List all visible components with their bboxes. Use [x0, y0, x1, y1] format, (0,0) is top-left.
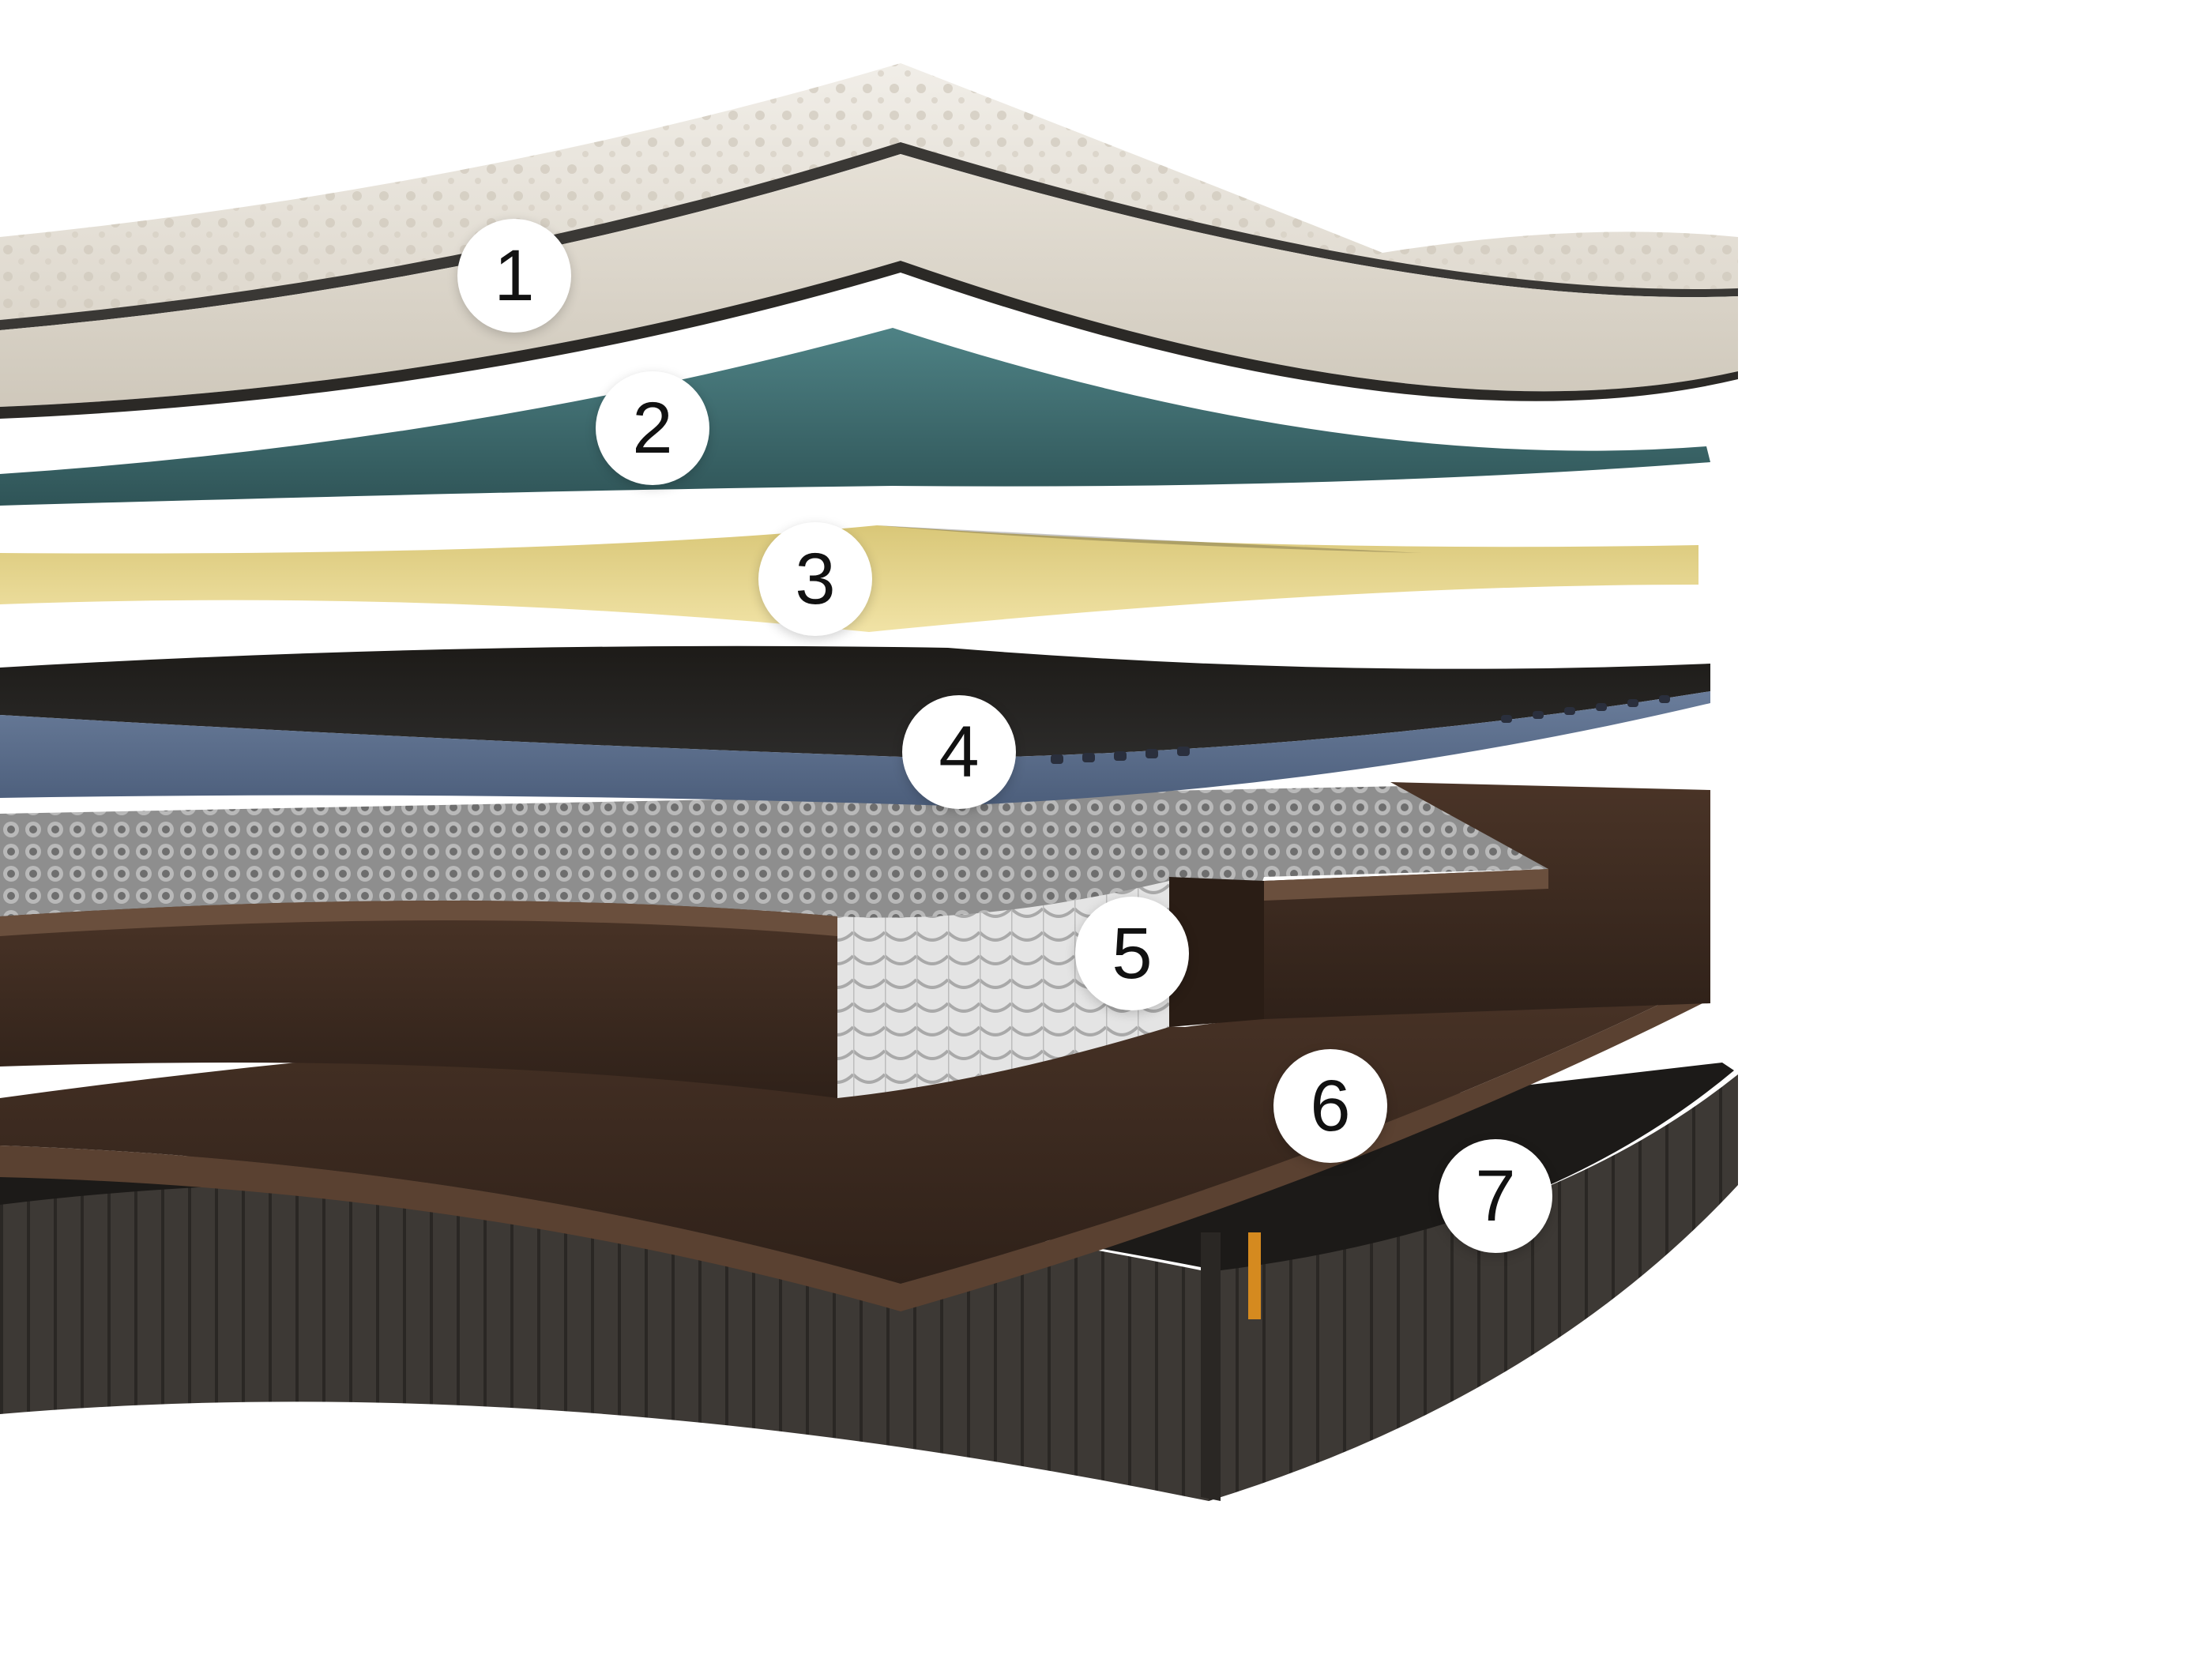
layer-6-number: 6: [1310, 1066, 1351, 1146]
layer-2-marker: 2: [596, 371, 709, 485]
layer-2-number: 2: [632, 388, 673, 468]
layer-3-number: 3: [795, 539, 836, 619]
layer-7-number: 7: [1475, 1156, 1516, 1236]
layer-1-marker: 1: [457, 219, 571, 333]
layer-7-marker: 7: [1439, 1139, 1552, 1253]
layer-5-marker: 5: [1075, 897, 1189, 1010]
layer-1-number: 1: [494, 235, 535, 316]
layer-2-foam: [0, 328, 1710, 506]
layer-4-support-foam: [0, 645, 1710, 806]
layer-6-marker: 6: [1273, 1049, 1387, 1163]
layer-4-marker: 4: [902, 695, 1016, 809]
layer-5-pocket-springs: [0, 782, 1710, 1098]
layer-1-top-cover: [0, 63, 1738, 419]
brand-tag-icon: [1248, 1232, 1261, 1319]
layer-4-number: 4: [939, 712, 980, 792]
layer-5-number: 5: [1112, 913, 1153, 994]
layer-3-marker: 3: [758, 522, 872, 636]
